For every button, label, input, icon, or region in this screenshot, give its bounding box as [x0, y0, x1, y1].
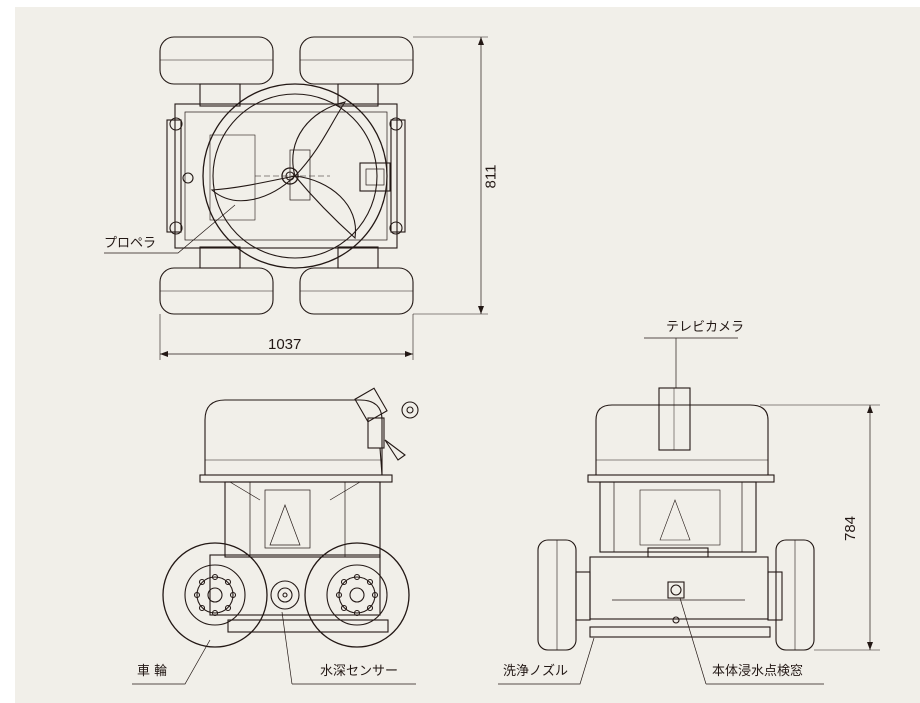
width-dimension: 1037	[268, 336, 302, 353]
depth-sensor	[270, 580, 300, 610]
propeller-label: プロペラ	[104, 236, 157, 251]
front-frame	[599, 481, 757, 553]
front-lower-body	[589, 556, 769, 620]
propeller-shroud	[202, 83, 388, 269]
propeller-blade-3	[210, 175, 297, 202]
inspection-window	[670, 584, 682, 596]
side-wheel-right	[304, 542, 410, 648]
propeller-blade-2	[293, 175, 357, 240]
side-camera	[354, 387, 388, 423]
inspection-window-label: 本体浸水点検窓	[712, 664, 804, 679]
propeller-blade-1	[292, 101, 347, 178]
side-frame	[224, 481, 381, 558]
height-dimension: 784	[842, 515, 860, 542]
wash-nozzle-label: 洗浄ノズル	[503, 664, 569, 679]
front-dome	[595, 404, 769, 476]
side-dome	[204, 399, 383, 476]
wheel-leader	[132, 639, 211, 685]
wash-nozzle-bar	[589, 626, 771, 638]
front-camera	[658, 387, 691, 451]
wash-nozzle-leader	[498, 637, 595, 685]
tv-camera-label: テレビカメラ	[666, 320, 745, 335]
depth-dimension: 811	[482, 164, 500, 189]
propeller-leader	[104, 204, 236, 254]
depth-sensor-leader	[281, 611, 416, 685]
top-frame	[174, 103, 398, 249]
wheel-label: 車 輪	[137, 664, 168, 679]
side-wheel-left	[162, 542, 268, 648]
inspection-window-leader	[679, 597, 824, 685]
depth-sensor-label: 水深センサー	[320, 664, 399, 679]
